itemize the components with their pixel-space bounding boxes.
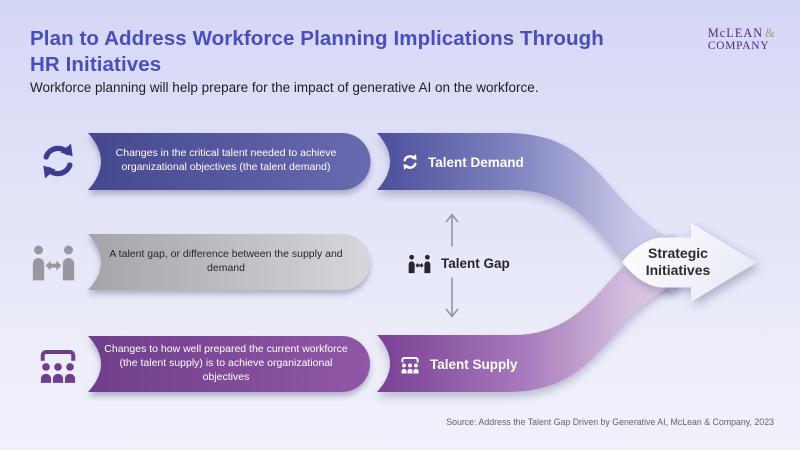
people-gap-icon	[407, 253, 432, 274]
talent-gap-label: Talent Gap	[407, 251, 510, 275]
strategic-initiatives-label: Strategic Initiatives	[645, 245, 711, 278]
talent-gap-description: A talent gap, or difference between the …	[109, 248, 343, 274]
talent-demand-pill	[88, 133, 371, 190]
audience-icon	[36, 344, 80, 384]
talent-supply-pill	[88, 336, 370, 392]
source-citation: Source: Address the Talent Gap Driven by…	[446, 417, 774, 427]
page-title-line2: HR Initiatives	[30, 53, 162, 76]
strategic-initiatives-arrow	[622, 223, 757, 302]
page-title: Plan to Address Workforce Planning Impli…	[30, 26, 604, 78]
arrow-up-icon	[445, 213, 459, 247]
talent-demand-label: Talent Demand	[401, 150, 524, 174]
brand-logo-line2: COMPANY	[707, 40, 770, 52]
audience-icon	[399, 354, 421, 374]
talent-supply-label: Talent Supply	[399, 352, 518, 376]
brand-logo-line1: McLEAN&	[707, 26, 776, 40]
refresh-icon	[38, 141, 78, 181]
brand-ampersand: &	[765, 26, 776, 40]
brand-logo: McLEAN& COMPANY	[708, 27, 776, 52]
page-title-line1: Plan to Address Workforce Planning Impli…	[30, 27, 604, 50]
talent-demand-band	[377, 133, 690, 292]
talent-supply-description: Changes to how well prepared the current…	[104, 343, 348, 383]
talent-supply-band	[377, 233, 690, 392]
people-gap-icon	[30, 242, 77, 282]
arrow-down-icon	[445, 277, 459, 318]
refresh-icon	[401, 153, 419, 171]
talent-gap-pill	[88, 234, 370, 290]
page-subtitle: Workforce planning will help prepare for…	[30, 80, 539, 95]
talent-demand-description: Changes in the critical talent needed to…	[115, 147, 337, 173]
